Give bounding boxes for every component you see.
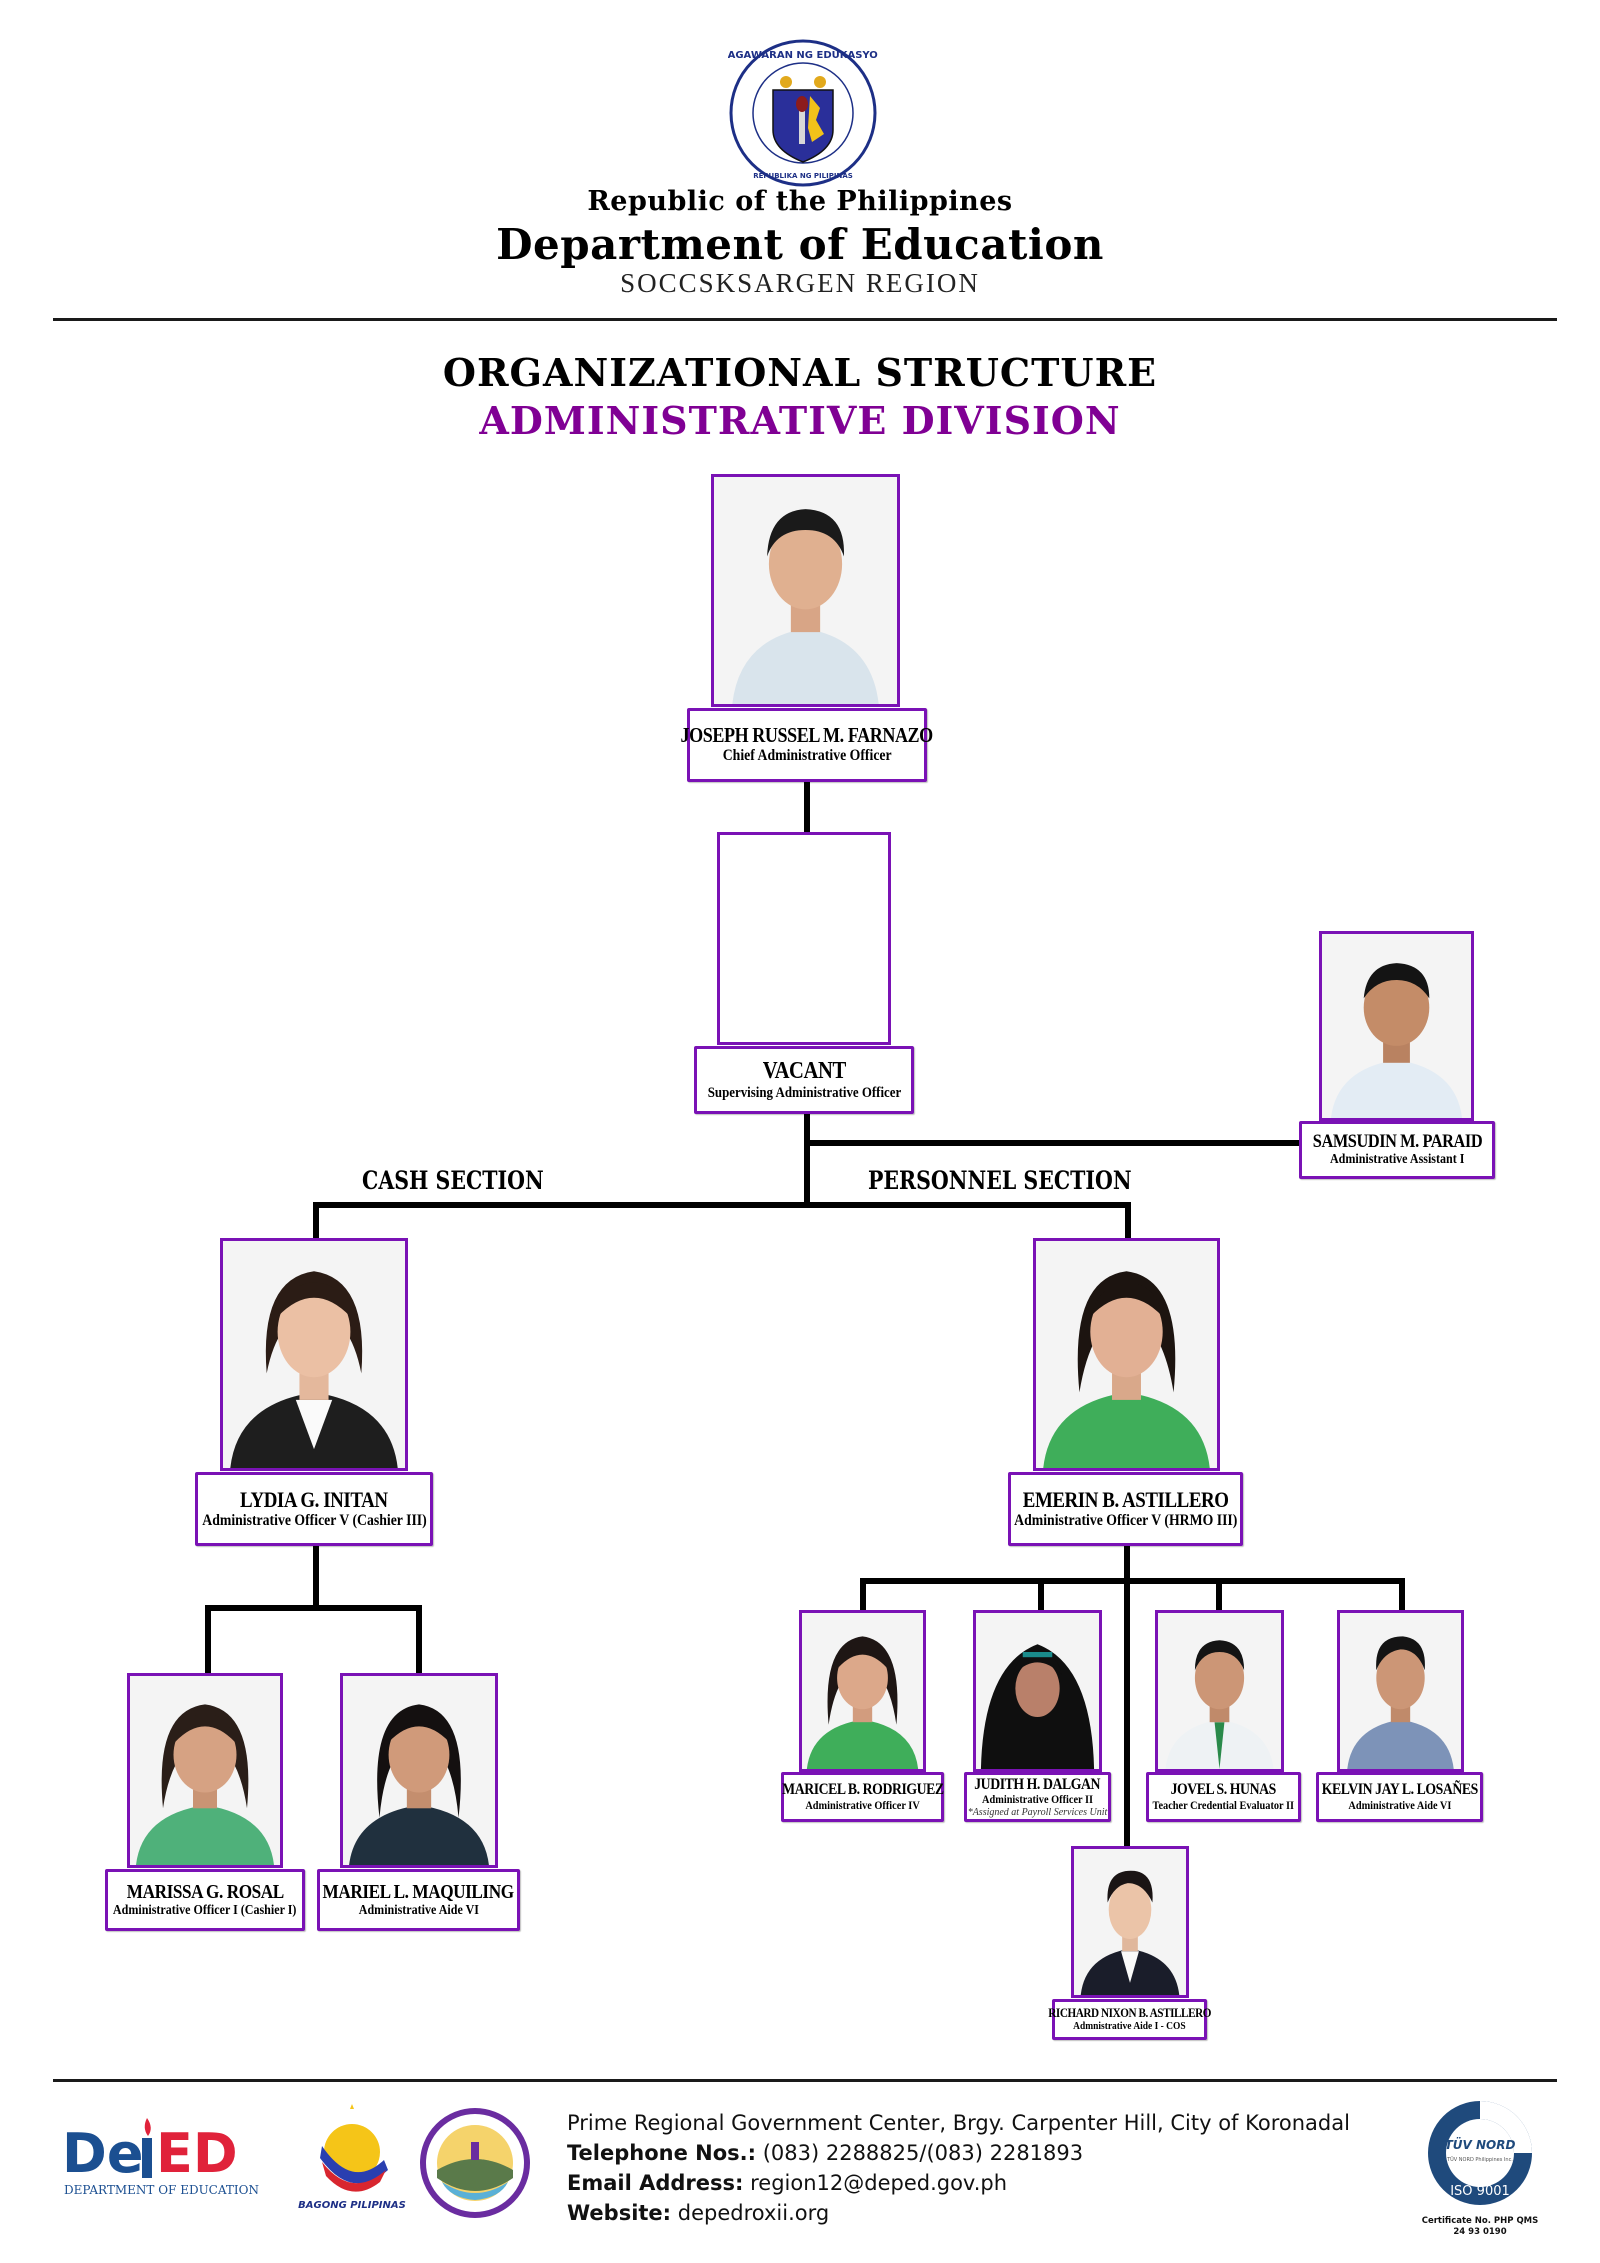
personnel-section-label: PERSONNEL SECTION xyxy=(868,1166,1132,1195)
connector-to-personnel-head xyxy=(1125,1202,1131,1238)
page-subtitle: ADMINISTRATIVE DIVISION xyxy=(479,398,1121,443)
iso-certification-badge: TÜV NORD TÜV NORD Philippines Inc. ISO 9… xyxy=(1418,2095,1548,2255)
assistant-photo xyxy=(1319,931,1474,1121)
person-position: Administrative Assistant I xyxy=(1329,1152,1465,1168)
connector-chief-to-supervising xyxy=(804,781,810,832)
person-name: MARICEL B. RODRIGUEZ xyxy=(781,1781,944,1799)
department-heading: Department of Education xyxy=(496,220,1104,269)
email-link[interactable]: region12@deped.gov.ph xyxy=(750,2171,1008,2195)
person-position: Administrative Officer V (Cashier III) xyxy=(201,1511,427,1529)
connector-to-mariel xyxy=(416,1605,422,1673)
personnel-head-label: EMERIN B. ASTILLERO Administrative Offic… xyxy=(1008,1472,1243,1546)
footer-website: Website: depedroxii.org xyxy=(567,2201,830,2225)
cash-section-label: CASH SECTION xyxy=(362,1166,544,1195)
deped-seal-icon: KAGAWARAN NG EDUKASYON REPUBLIKA NG PILI… xyxy=(720,38,886,188)
chief-photo xyxy=(711,474,900,707)
richard-label: RICHARD NIXON B. ASTILLERO Admnistrative… xyxy=(1048,1999,1211,2040)
connector-to-assistant xyxy=(807,1140,1300,1146)
connector-cash-trunk xyxy=(313,1546,319,1610)
svg-text:BAGONG PILIPINAS: BAGONG PILIPINAS xyxy=(298,2200,406,2211)
judith-label: JUDITH H. DALGAN Administrative Officer … xyxy=(964,1772,1111,1822)
assistant-label: SAMSUDIN M. PARAID Administrative Assist… xyxy=(1299,1121,1495,1179)
person-name: JOSEPH RUSSEL M. FARNAZO xyxy=(680,723,934,748)
region-seal-logo xyxy=(420,2108,530,2218)
svg-text:24 93 0190: 24 93 0190 xyxy=(1453,2227,1506,2237)
svg-text:TÜV NORD: TÜV NORD xyxy=(1445,2137,1516,2152)
person-note: *Assigned at Payroll Services Unit xyxy=(967,1807,1108,1819)
person-name: EMERIN B. ASTILLERO xyxy=(1022,1486,1229,1512)
svg-text:TÜV NORD Philippines Inc.: TÜV NORD Philippines Inc. xyxy=(1446,2156,1513,2163)
mariel-label: MARIEL L. MAQUILING Administrative Aide … xyxy=(317,1869,520,1931)
person-name: RICHARD NIXON B. ASTILLERO xyxy=(1048,2005,1211,2021)
svg-text:REPUBLIKA NG PILIPINAS: REPUBLIKA NG PILIPINAS xyxy=(753,172,853,180)
person-name: KELVIN JAY L. LOSAÑES xyxy=(1321,1781,1478,1799)
person-name: MARIEL L. MAQUILING xyxy=(322,1880,515,1903)
person-name: JUDITH H. DALGAN xyxy=(974,1775,1101,1793)
cash-head-photo xyxy=(220,1238,408,1471)
person-position: Administrative Officer I (Cashier I) xyxy=(113,1902,297,1918)
person-position: Administrative Officer IV xyxy=(805,1797,920,1812)
maricel-photo xyxy=(799,1610,926,1772)
republic-heading: Republic of the Philippines xyxy=(587,186,1013,217)
mariel-photo xyxy=(340,1673,498,1868)
deped-logo: De ED DEPARTMENT OF EDUCATION xyxy=(62,2110,272,2205)
personnel-head-photo xyxy=(1033,1238,1220,1471)
connector-supervising-trunk xyxy=(804,1114,810,1208)
person-position: Administrative Aide VI xyxy=(358,1902,479,1918)
connector-sections-bar xyxy=(313,1202,1131,1208)
person-position: Admnistrative Aide I - COS xyxy=(1073,2020,1186,2033)
connector-to-maricel xyxy=(860,1578,866,1610)
page-title: ORGANIZATIONAL STRUCTURE xyxy=(442,350,1158,395)
cash-head-label: LYDIA G. INITAN Administrative Officer V… xyxy=(195,1472,433,1546)
kelvin-label: KELVIN JAY L. LOSAÑES Administrative Aid… xyxy=(1316,1772,1483,1822)
svg-text:Certificate No. PHP QMS: Certificate No. PHP QMS xyxy=(1422,2216,1539,2226)
connector-cash-bar xyxy=(205,1605,422,1611)
deped-logo-text-dep: De xyxy=(62,2122,143,2185)
person-position: Supervising Administrative Officer xyxy=(707,1084,901,1101)
svg-text:ED: ED xyxy=(156,2122,238,2185)
connector-personnel-trunk xyxy=(1124,1546,1130,1846)
person-position: Chief Administrative Officer xyxy=(722,747,892,765)
header-divider xyxy=(53,318,1557,321)
footer-divider xyxy=(53,2079,1557,2082)
footer-email: Email Address: region12@deped.gov.ph xyxy=(567,2171,1008,2195)
supervising-label: VACANT Supervising Administrative Office… xyxy=(694,1046,914,1114)
person-position: Teacher Credential Evaluator II xyxy=(1152,1797,1295,1812)
region-heading: SOCCSKSARGEN REGION xyxy=(620,268,980,298)
footer-address: Prime Regional Government Center, Brgy. … xyxy=(567,2111,1350,2135)
person-position: Administrative Officer V (HRMO III) xyxy=(1013,1511,1238,1529)
jovel-label: JOVEL S. HUNAS Teacher Credential Evalua… xyxy=(1146,1772,1301,1822)
website-link[interactable]: depedroxii.org xyxy=(677,2201,830,2225)
kelvin-photo xyxy=(1337,1610,1464,1772)
connector-to-jovel xyxy=(1216,1578,1222,1610)
connector-to-marissa xyxy=(205,1605,211,1673)
connector-to-kelvin xyxy=(1399,1578,1405,1610)
chief-label: JOSEPH RUSSEL M. FARNAZO Chief Administr… xyxy=(681,708,934,782)
judith-photo xyxy=(973,1610,1102,1772)
footer-contact: Prime Regional Government Center, Brgy. … xyxy=(567,2108,1350,2228)
maricel-label: MARICEL B. RODRIGUEZ Administrative Offi… xyxy=(781,1772,944,1822)
marissa-label: MARISSA G. ROSAL Administrative Officer … xyxy=(105,1869,305,1931)
deped-logo-sub: DEPARTMENT OF EDUCATION xyxy=(64,2183,259,2197)
svg-text:KAGAWARAN NG EDUKASYON: KAGAWARAN NG EDUKASYON xyxy=(728,50,878,61)
footer-telephone: Telephone Nos.: (083) 2288825/(083) 2281… xyxy=(567,2141,1084,2165)
svg-text:ISO 9001: ISO 9001 xyxy=(1450,2184,1510,2199)
connector-to-cash-head xyxy=(313,1202,319,1238)
person-position: Administrative Aide VI xyxy=(1347,1797,1452,1812)
connector-to-judith xyxy=(1038,1578,1044,1610)
marissa-photo xyxy=(127,1673,283,1868)
jovel-photo xyxy=(1155,1610,1284,1772)
person-name: LYDIA G. INITAN xyxy=(240,1486,388,1512)
person-name: SAMSUDIN M. PARAID xyxy=(1312,1130,1482,1152)
connector-personnel-bar xyxy=(860,1578,1405,1584)
vacant-photo-placeholder xyxy=(717,832,891,1045)
person-name: JOVEL S. HUNAS xyxy=(1170,1781,1277,1799)
person-position: Administrative Officer II xyxy=(981,1792,1094,1807)
person-name: VACANT xyxy=(762,1058,846,1085)
bagong-pilipinas-logo: BAGONG PILIPINAS xyxy=(292,2100,412,2215)
richard-photo xyxy=(1071,1846,1189,1998)
person-name: MARISSA G. ROSAL xyxy=(126,1880,284,1903)
